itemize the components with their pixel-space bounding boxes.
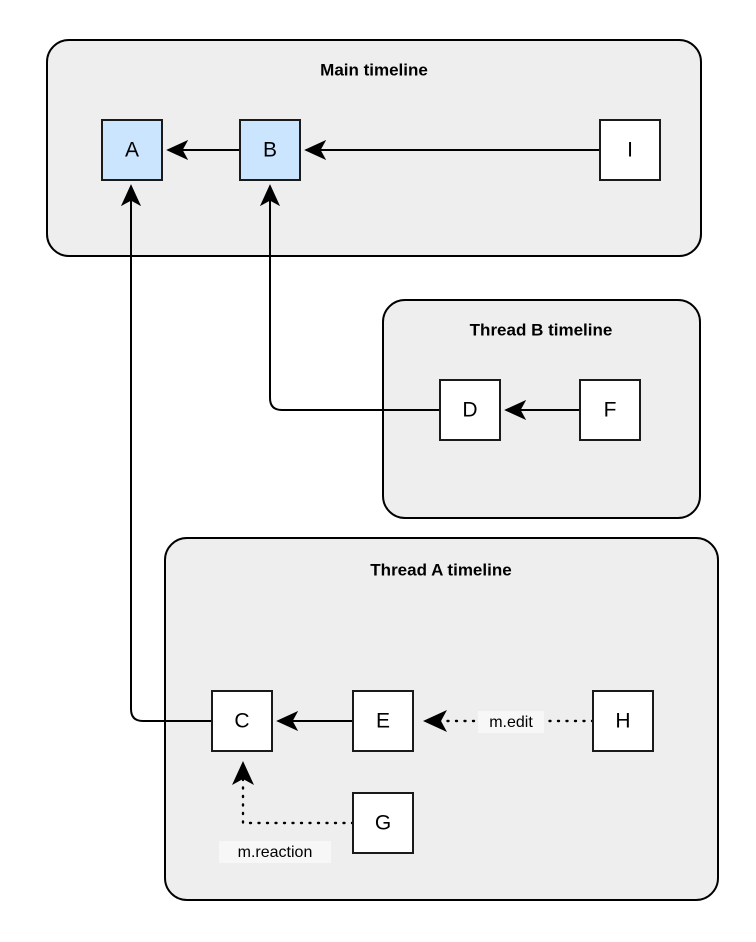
node-f-box[interactable] — [579, 379, 641, 441]
node-a-label: A — [125, 139, 139, 162]
node-i[interactable]: I — [599, 119, 661, 181]
edge-label-m-reaction: m.reaction — [219, 841, 331, 863]
node-c-box[interactable] — [211, 690, 273, 752]
node-f-label: F — [604, 399, 617, 422]
group-thread-b-timeline-title: Thread B timeline — [470, 320, 613, 339]
edge-label-m-edit-text: m.edit — [489, 714, 533, 731]
group-main-timeline-title: Main timeline — [320, 60, 428, 79]
node-e-box[interactable] — [352, 690, 414, 752]
node-c-label: C — [234, 710, 249, 733]
node-g-box[interactable] — [352, 792, 414, 854]
node-e-label: E — [376, 710, 390, 733]
node-h-box[interactable] — [592, 690, 654, 752]
edge-d-to-b — [259, 184, 440, 411]
node-i-label: I — [627, 139, 633, 162]
edge-label-m-edit: m.edit — [478, 711, 544, 733]
node-b-box[interactable] — [239, 119, 301, 181]
edge-label-m-reaction-bg — [219, 841, 331, 863]
node-d-label: D — [462, 399, 477, 422]
node-g[interactable]: G — [352, 792, 414, 854]
node-e[interactable]: E — [352, 690, 414, 752]
node-d[interactable]: D — [439, 379, 501, 441]
group-thread-a-timeline-title: Thread A timeline — [370, 560, 511, 579]
node-b[interactable]: B — [239, 119, 301, 181]
edge-c-to-a — [120, 184, 212, 722]
node-i-box[interactable] — [599, 119, 661, 181]
node-f[interactable]: F — [579, 379, 641, 441]
edge-g-to-c — [232, 761, 355, 825]
node-a-box[interactable] — [101, 119, 163, 181]
node-a[interactable]: A — [101, 119, 163, 181]
node-g-label: G — [375, 812, 391, 835]
group-main-timeline: Main timeline — [46, 39, 702, 257]
node-c[interactable]: C — [211, 690, 273, 752]
node-h[interactable]: H — [592, 690, 654, 752]
edge-label-m-reaction-text: m.reaction — [238, 844, 313, 861]
node-d-box[interactable] — [439, 379, 501, 441]
group-main-timeline-box — [46, 39, 702, 257]
node-b-label: B — [263, 139, 277, 162]
node-h-label: H — [615, 710, 630, 733]
edge-label-m-edit-bg — [478, 711, 544, 733]
